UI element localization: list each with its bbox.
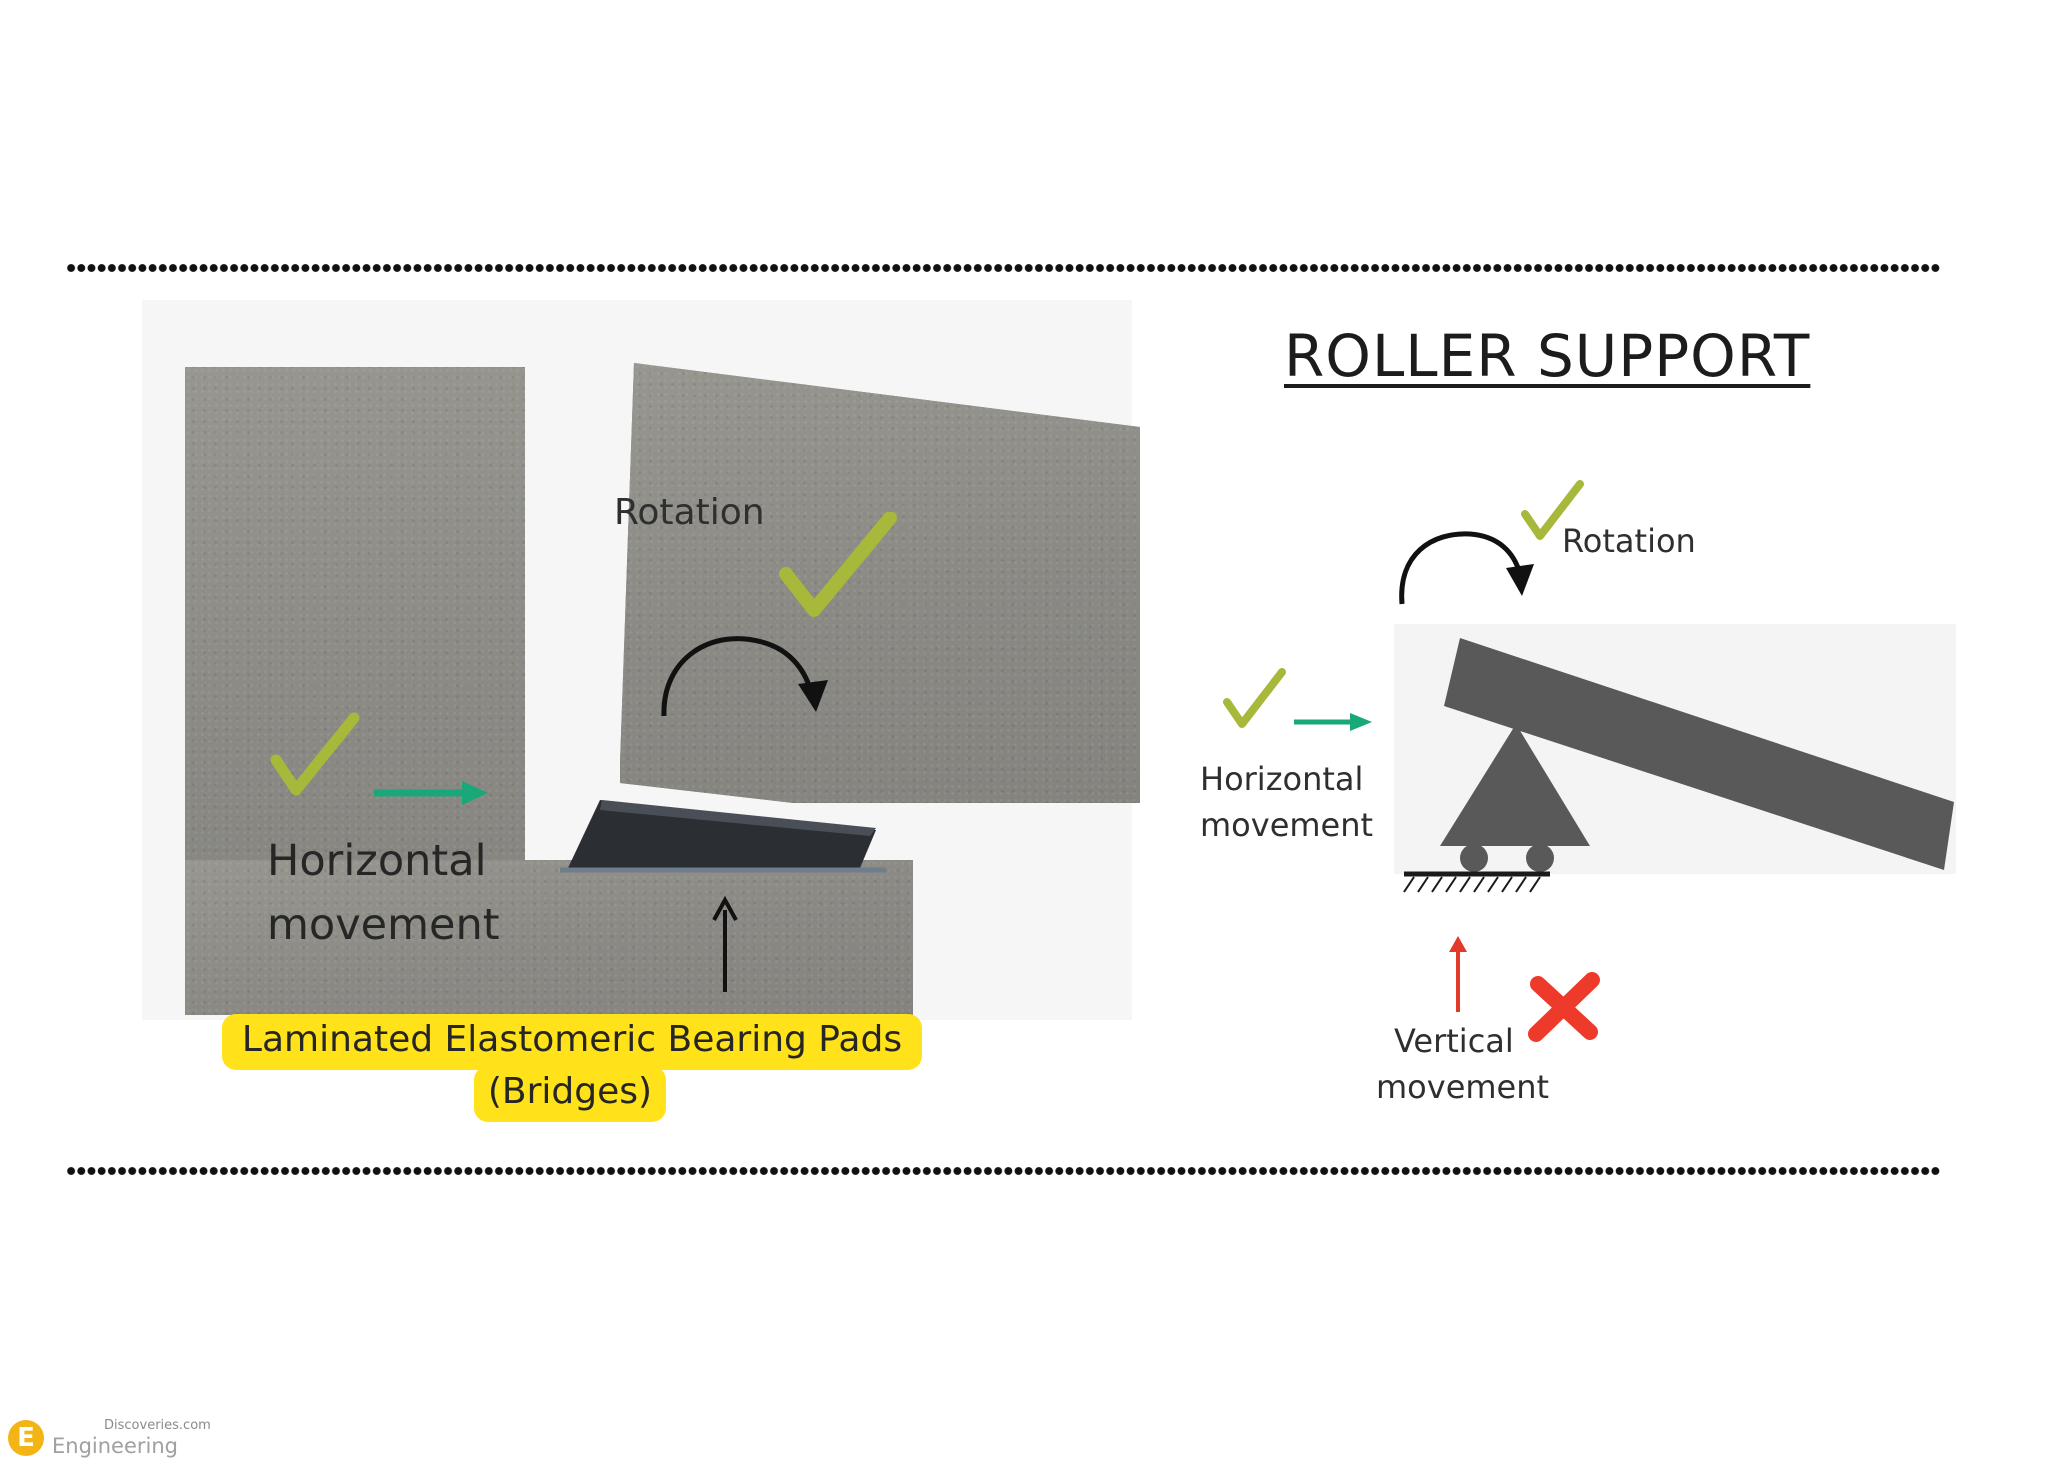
logo-brand-top: Discoveries.com [104, 1418, 211, 1433]
elastomeric-pad [560, 800, 886, 873]
roller-rotation-check-icon [1521, 480, 1584, 540]
roller-horizontal-arrow-icon [1294, 713, 1372, 731]
engineering-discoveries-logo: E Discoveries.com Engineering [8, 1418, 248, 1460]
concrete-pier-ledge [185, 860, 913, 1015]
cross-icon [1528, 972, 1600, 1042]
vertical-arrow-icon [712, 896, 738, 992]
roller-horizontal-label-line2: movement [1200, 806, 1374, 844]
roller-horizontal-label-line1: Horizontal [1200, 760, 1364, 798]
roller-rotation-arrow-icon [1399, 531, 1534, 605]
roller-vertical-label-line2: movement [1376, 1068, 1550, 1106]
caption-line2: (Bridges) [487, 1071, 653, 1112]
roller-vertical-arrow-icon [1449, 936, 1467, 1012]
caption-highlight-line2: (Bridges) [474, 1066, 666, 1122]
concrete-girder [620, 363, 1140, 803]
horizontal-label-line1: Horizontal [267, 836, 487, 886]
roller-rotation-label: Rotation [1562, 522, 1696, 560]
ground-hatch [1403, 876, 1541, 893]
horizontal-check-icon [270, 712, 360, 796]
logo-brand-bottom: Engineering [52, 1434, 178, 1458]
horizontal-label-line2: movement [267, 900, 500, 950]
horizontal-arrow-icon [374, 781, 488, 805]
roller-vertical-label-line1: Vertical [1394, 1022, 1514, 1060]
diagram-title: ROLLER SUPPORT [1284, 322, 1811, 390]
support-triangle [1440, 724, 1590, 846]
roller-support-diagram [1403, 638, 1954, 893]
caption-line1: Laminated Elastomeric Bearing Pads [241, 1019, 903, 1060]
bottom-dotted-divider [66, 1166, 1940, 1176]
rotation-check-icon [779, 512, 897, 617]
rotation-label: Rotation [614, 492, 765, 533]
roller-left [1460, 844, 1488, 872]
rotation-arrow-icon [661, 636, 828, 717]
caption-highlight-line1: Laminated Elastomeric Bearing Pads [222, 1014, 922, 1070]
top-dotted-divider [66, 263, 1940, 273]
beam [1444, 638, 1954, 870]
logo-mark-icon: E [8, 1420, 44, 1456]
roller-right [1526, 844, 1554, 872]
roller-horizontal-check-icon [1223, 668, 1286, 728]
